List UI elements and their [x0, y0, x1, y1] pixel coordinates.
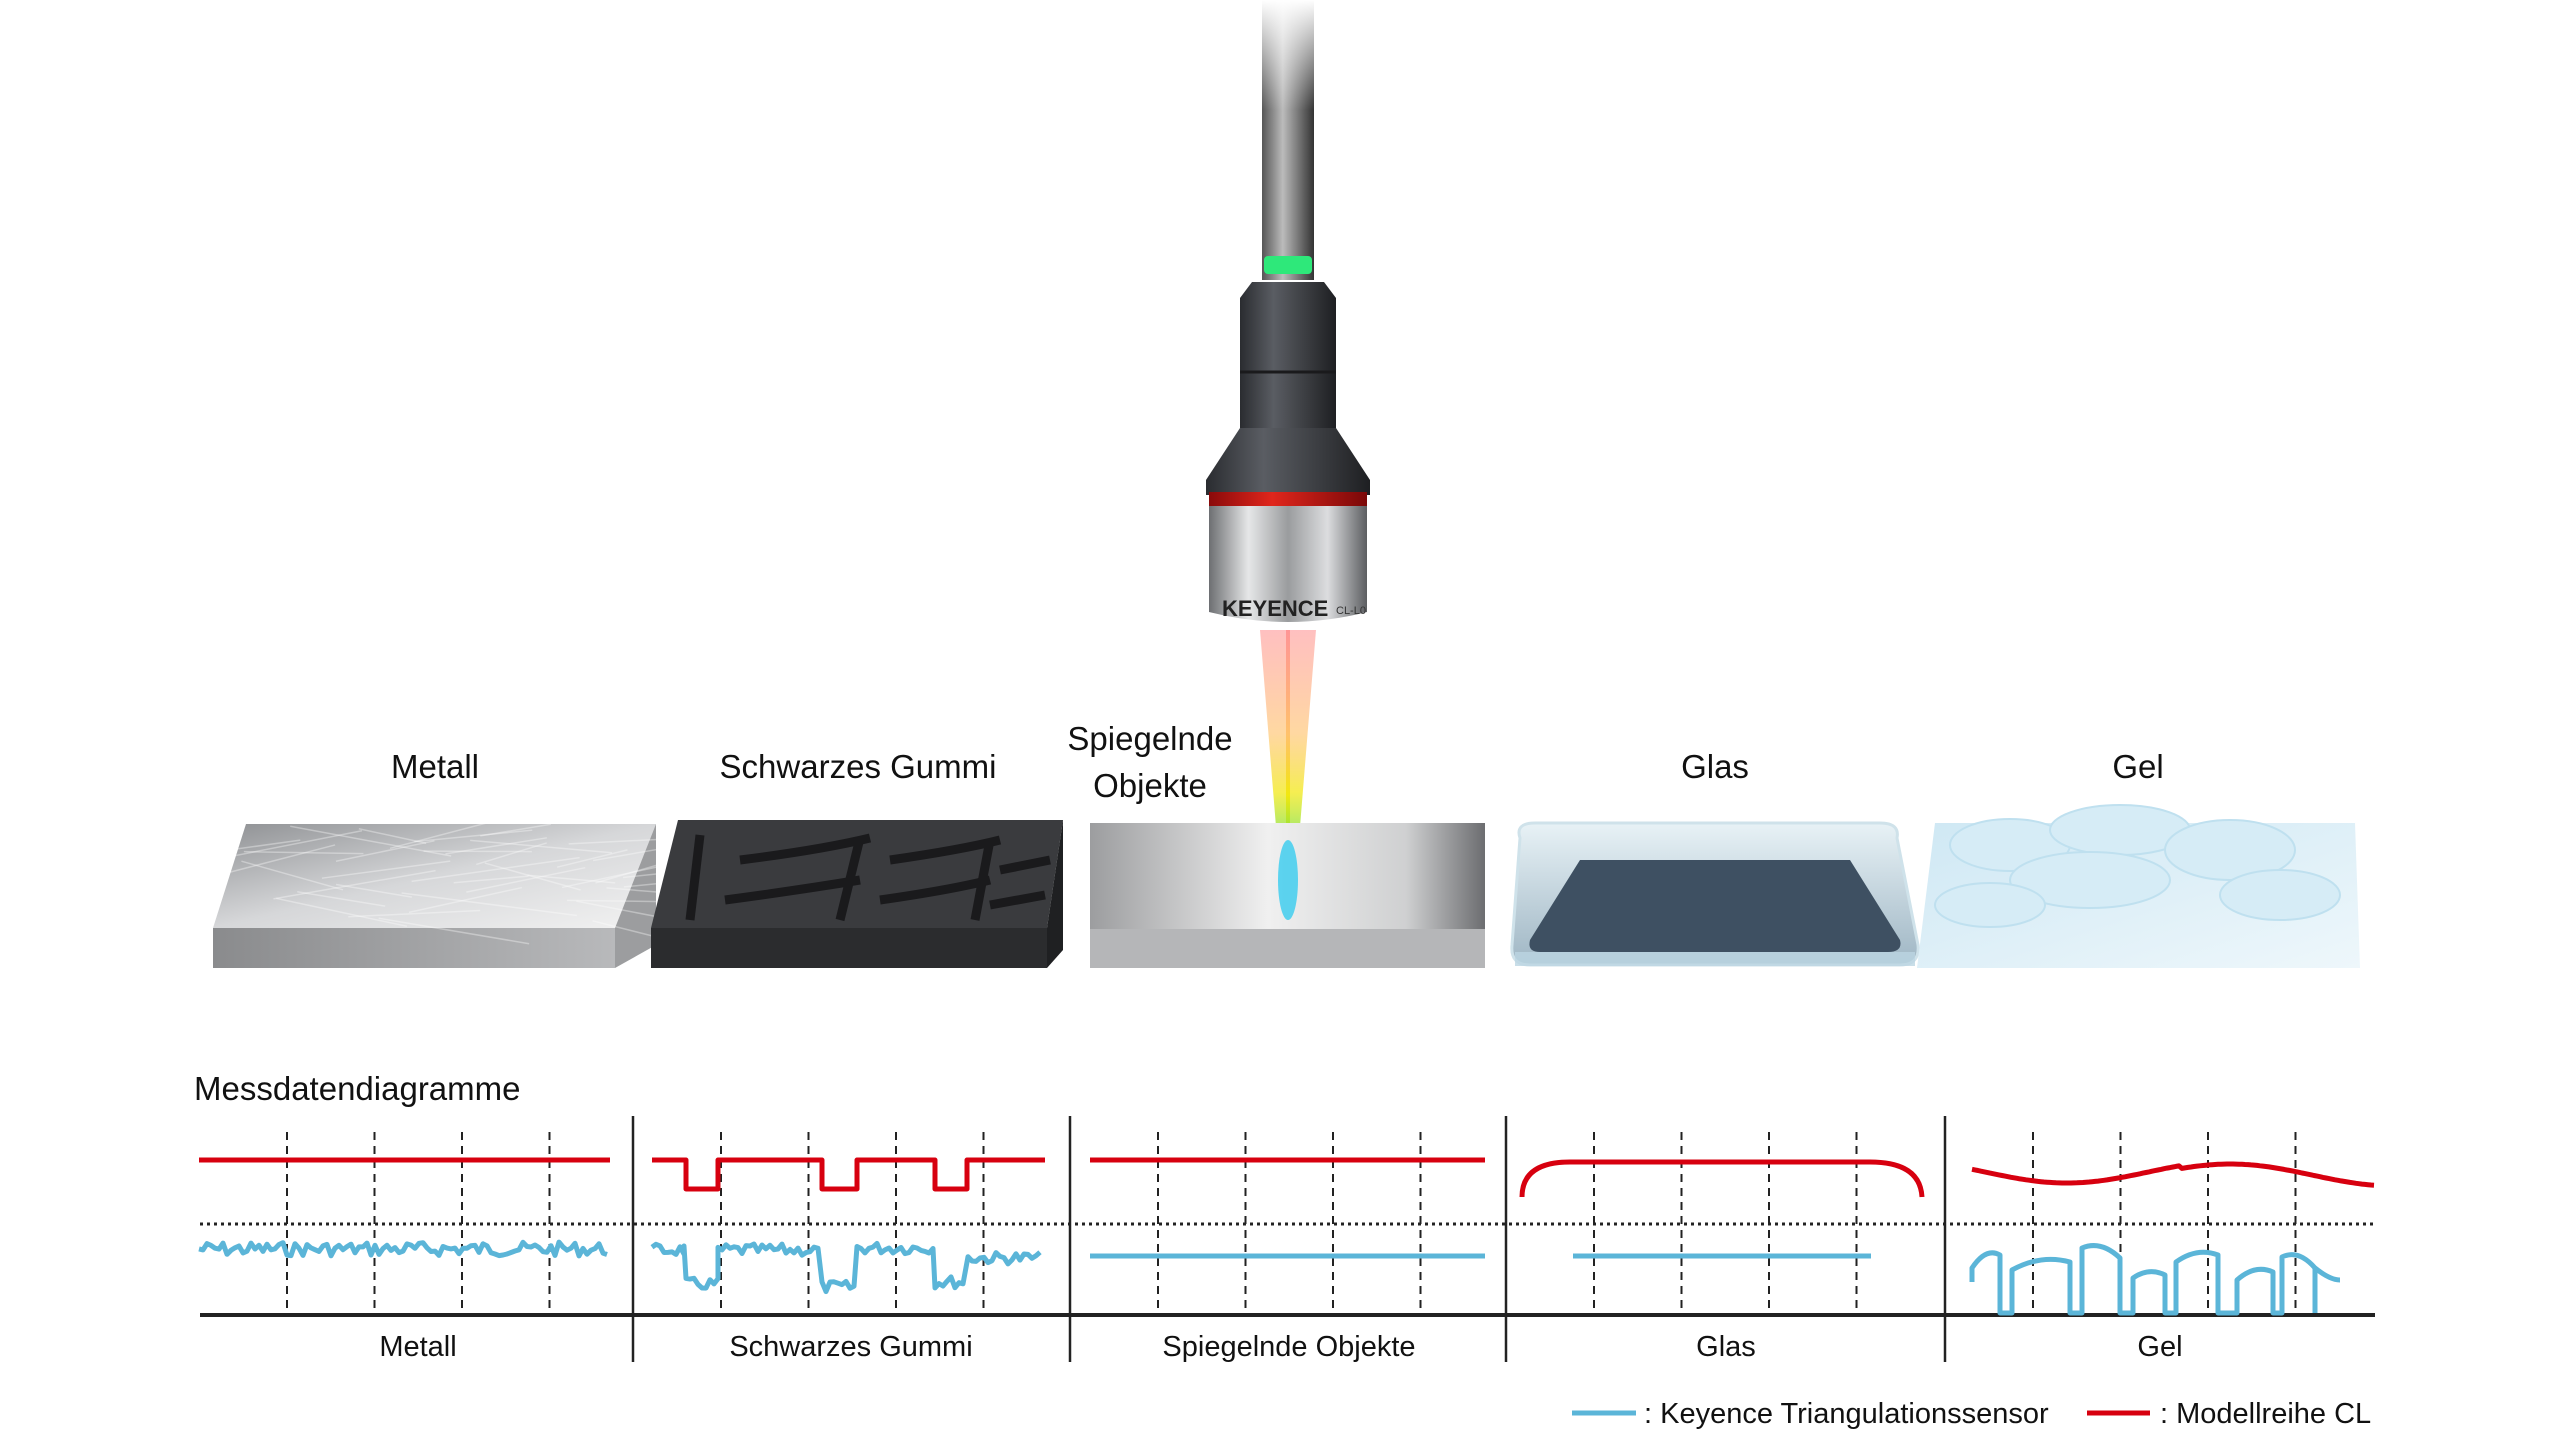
scratch-texture [408, 886, 523, 914]
scratch-texture [561, 859, 688, 889]
scratch-texture [453, 875, 529, 884]
scratch-texture [225, 839, 301, 852]
scratch-texture [568, 838, 671, 845]
scratch-texture [273, 869, 436, 900]
scratch-texture [348, 909, 481, 918]
measurement-chart [198, 1116, 2375, 1362]
sample-gel [1917, 804, 2360, 968]
scratch-texture [358, 828, 427, 844]
chart-title: Messdatendiagramme [194, 1070, 521, 1107]
scratch-texture [241, 860, 344, 891]
series-triangulation-gel [1969, 1243, 2341, 1316]
series-cl-glas [1519, 1159, 1925, 1198]
scratch-texture [378, 917, 530, 945]
scratch-texture [445, 837, 547, 855]
sample-schwarzes-gummi [651, 820, 1063, 968]
scratch-texture [243, 850, 364, 855]
scratch-texture [219, 844, 336, 876]
material-label-glas: Glas [1681, 748, 1749, 785]
sensor-model-label: CL-L0 [1336, 605, 1366, 617]
panel-label-gel: Gel [2137, 1331, 2182, 1363]
sample-spiegelnde-objekte [1090, 823, 1485, 968]
scratch-texture [592, 844, 683, 862]
scratch-texture [480, 823, 551, 837]
scratch-texture [470, 839, 613, 854]
scratch-texture [527, 874, 616, 884]
panel-label-metall: Metall [379, 1331, 456, 1363]
scratch-texture [297, 891, 386, 907]
legend-label-triangulation: : Keyence Triangulationssensor [1644, 1398, 2049, 1430]
sensor-brand-logo: KEYENCE [1222, 596, 1328, 621]
material-label-metall: Metall [391, 748, 479, 785]
material-label-gummi: Schwarzes Gummi [720, 748, 997, 785]
chart-legend: : Keyence Triangulationssensor : Modellr… [1572, 1398, 2371, 1430]
material-label-gel: Gel [2112, 748, 2163, 785]
scratch-texture [476, 842, 547, 866]
scratch-texture [290, 825, 452, 857]
scratch-texture [411, 856, 580, 883]
series-triangulation-gummi [650, 1240, 1042, 1295]
scratch-texture [484, 862, 581, 891]
scratch-texture [276, 897, 408, 928]
scratch-texture [556, 849, 628, 868]
scratch-texture [466, 866, 586, 893]
scratch-texture [401, 892, 578, 917]
scratch-texture [321, 860, 451, 879]
scratch-texture [389, 819, 498, 850]
scratch-texture [595, 861, 666, 884]
panel-label-gummi: Schwarzes Gummi [729, 1331, 972, 1363]
scratch-texture [335, 883, 413, 898]
series-triangulation-metall [198, 1239, 608, 1259]
legend-label-cl: : Modellreihe CL [2160, 1398, 2371, 1430]
material-label-spiegel-2: Objekte [1093, 767, 1207, 804]
series-cl-gummi [652, 1157, 1045, 1192]
scratch-texture [423, 850, 532, 853]
material-label-spiegel-1: Spiegelnde [1067, 720, 1232, 757]
sample-glas [1510, 821, 1920, 967]
panel-label-spiegel: Spiegelnde Objekte [1162, 1331, 1415, 1363]
scratch-texture [414, 829, 533, 843]
scratch-texture [335, 840, 435, 863]
panel-label-glas: Glas [1696, 1331, 1756, 1363]
sensor-head: KEYENCE CL-L0 [1206, 0, 1370, 622]
scratch-texture [227, 830, 363, 858]
series-cl-gel [1971, 1161, 2375, 1188]
status-led-icon [1264, 256, 1312, 274]
